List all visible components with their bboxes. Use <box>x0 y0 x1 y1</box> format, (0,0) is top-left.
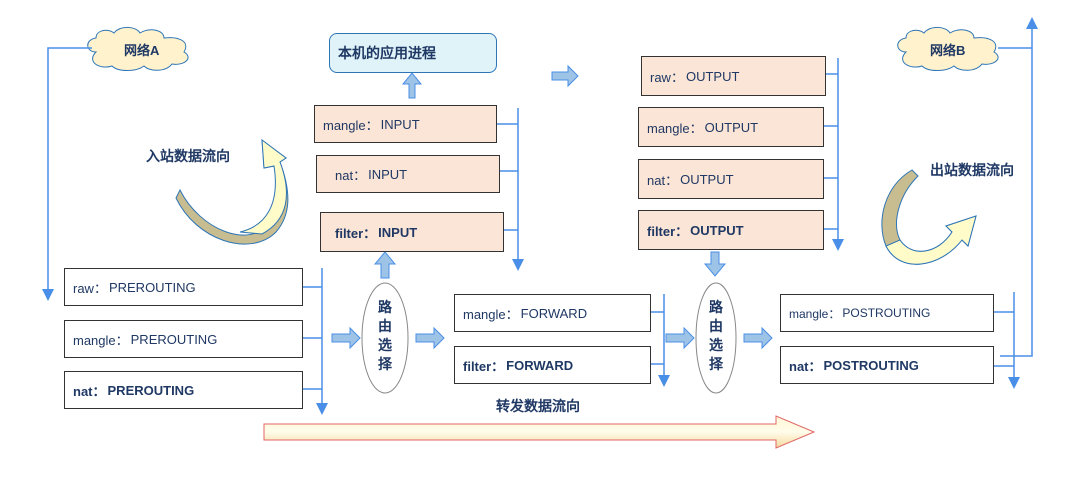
outbound-flow-label: 出站数据流向 <box>930 162 1014 178</box>
routing-label-right: 路由选择 <box>709 299 723 372</box>
outbound-curve-arrow <box>881 169 977 265</box>
routing-decision-right <box>695 282 737 394</box>
arrow-app-to-output <box>551 64 579 88</box>
network-a-label: 网络A <box>124 43 160 58</box>
cloud-network-b <box>897 26 999 71</box>
inbound-flow-label: 入站数据流向 <box>146 148 230 164</box>
forward-bracket <box>651 294 670 387</box>
forward-mangle: mangle：FORWARD <box>454 294 651 332</box>
routing-label-left: 路由选择 <box>378 299 392 372</box>
prerouting-raw: raw：PREROUTING <box>64 268 303 306</box>
arrow-routing-to-postrouting <box>743 326 773 350</box>
block-arrows <box>331 64 773 350</box>
output-nat: nat：OUTPUT <box>638 159 824 199</box>
forward-flow-label: 转发数据流向 <box>496 398 580 414</box>
forward-filter: filter：FORWARD <box>454 346 651 384</box>
cloud-network-a <box>87 26 189 71</box>
arrow-routing-to-input <box>373 251 397 279</box>
input-mangle: mangle：INPUT <box>314 105 497 143</box>
arrow-forward-to-routing <box>665 326 695 350</box>
input-nat: nat：INPUT <box>316 155 500 193</box>
arrow-output-to-routing <box>703 251 727 277</box>
postrouting-bracket <box>994 292 1020 389</box>
prerouting-bracket <box>303 268 328 415</box>
arrow-prerouting-to-routing <box>331 326 361 350</box>
postrouting-mangle: mangle：POSTROUTING <box>780 294 994 332</box>
postrouting-nat: nat：POSTROUTING <box>780 346 994 384</box>
arrow-input-to-app <box>401 72 423 99</box>
arrow-routing-to-forward <box>415 326 445 350</box>
input-bracket <box>497 108 524 271</box>
output-mangle: mangle：OUTPUT <box>638 107 824 147</box>
inbound-curve-arrow <box>175 138 289 245</box>
input-filter: filter：INPUT <box>320 212 504 252</box>
prerouting-mangle: mangle：PREROUTING <box>64 320 303 358</box>
output-raw: raw：OUTPUT <box>641 56 826 96</box>
inbound-connector <box>42 47 92 301</box>
network-b-label: 网络B <box>930 43 966 58</box>
prerouting-nat: nat：PREROUTING <box>64 371 303 409</box>
local-app-process: 本机的应用进程 <box>329 33 497 73</box>
output-filter: filter：OUTPUT <box>638 210 824 250</box>
output-bracket <box>824 58 844 251</box>
outbound-connector <box>998 17 1038 357</box>
routing-decision-left <box>361 282 409 394</box>
forward-flow-arrow <box>263 415 816 449</box>
